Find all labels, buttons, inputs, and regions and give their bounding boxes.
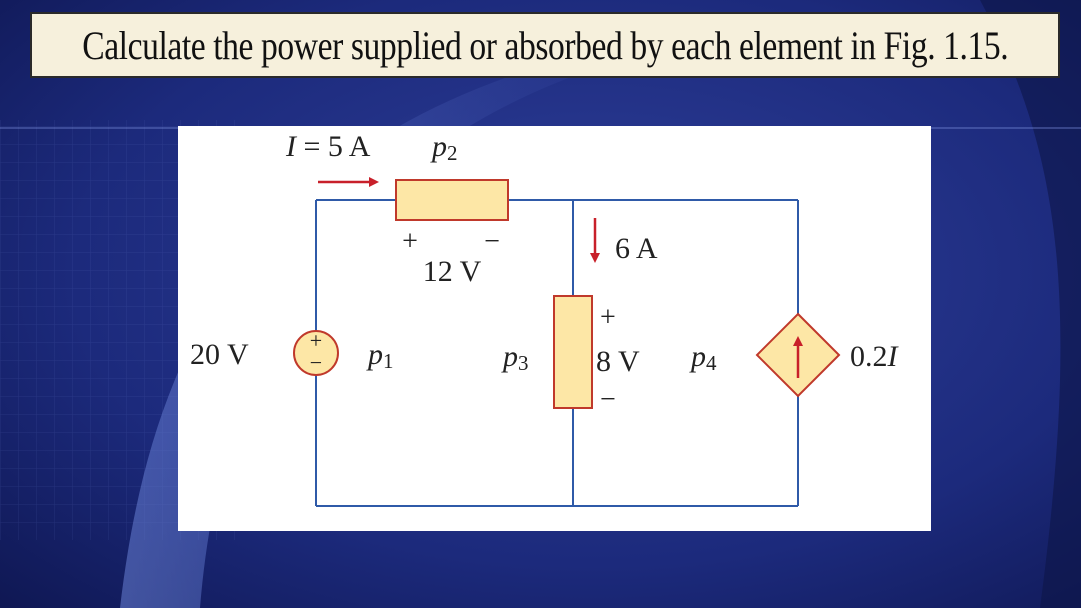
circuit-diagram: + − I = 5 A p2 + − 12 V 6 A + 8 V − 20 V… [190,130,900,507]
voltage-20v: 20 V [190,338,249,371]
resistor-plus: + [402,226,418,257]
label-p1: p1 [366,338,394,373]
circuit-figure: + − I = 5 A p2 + − 12 V 6 A + 8 V − 20 V… [178,126,931,531]
dependent-source-value: 0.2I [850,340,900,373]
label-p2: p2 [430,130,458,165]
current-6a: 6 A [615,232,658,265]
label-p3: p3 [501,340,529,375]
title-box: Calculate the power supplied or absorbed… [30,12,1060,78]
label-p4: p4 [689,340,717,375]
voltage-8v: 8 V [596,345,640,378]
voltage-12v: 12 V [423,255,482,288]
element-p2 [395,179,509,221]
element-p3 [553,295,593,409]
current-value: = 5 A [296,130,371,163]
current-label: I = 5 A [285,130,371,163]
dependent-current-source [755,312,841,398]
voltage-source-20v: + − [293,328,339,376]
p3-voltage-minus: − [600,384,616,415]
source-minus: − [310,350,322,375]
source-plus: + [310,328,322,353]
problem-statement: Calculate the power supplied or absorbed… [81,22,1009,68]
wires [315,199,799,507]
resistor-minus: − [484,226,500,257]
current-symbol: I [285,130,298,163]
p3-voltage-plus: + [600,302,616,333]
